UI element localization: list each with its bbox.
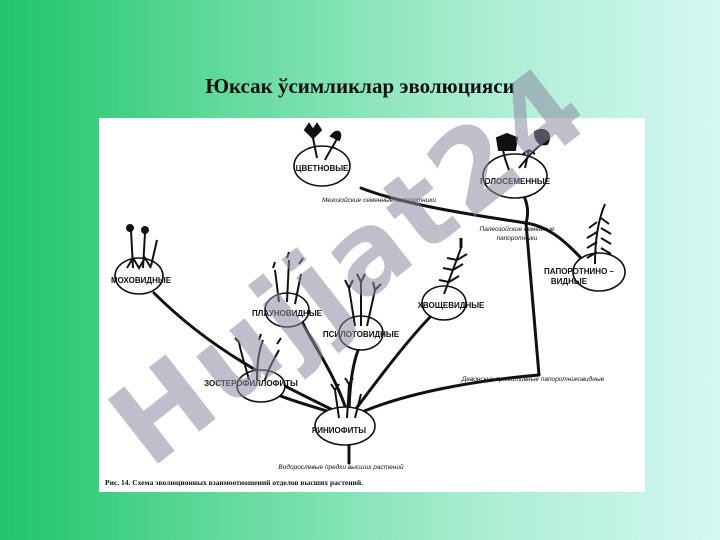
- node-zosterophyllophytes-label: ЗОСТЕРОФИЛЛОФИТЫ: [204, 379, 298, 388]
- annotation-algae: Водорослевые предки высших растений: [278, 463, 404, 471]
- node-gymnosperms-circle: [482, 153, 548, 199]
- zosterophyllophyte-sketch: [234, 333, 282, 381]
- annotation-devonian: Девонские примитивные папоротниковидные: [461, 375, 605, 383]
- annotation-paleozoic-line1: Палеозойские семенные: [479, 225, 554, 233]
- node-ferns-circle: [572, 252, 626, 292]
- node-gymnosperms-label: ГОЛОСЕМЕННЫЕ: [480, 177, 551, 186]
- plant-sketches: [126, 122, 612, 419]
- flowering-plant-sketch: [303, 122, 342, 161]
- slide-title: Юксак ўсимликлар эволюцияси: [205, 74, 515, 98]
- evolution-diagram: ЦВЕТНОВЫЕ ГОЛОСЕМЕННЫЕ МОХОВИДНЫЕ ПЛАУНО…: [99, 118, 645, 492]
- node-flowering-label: ЦВЕТНОВЫЕ: [296, 164, 349, 173]
- rhyniophyte-sketch: [330, 377, 362, 419]
- node-ferns-label-line2: ВИДНЫЕ: [551, 277, 588, 286]
- gymnosperm-sketch: [495, 128, 551, 171]
- node-horsetails-circle: [421, 285, 467, 321]
- node-mosses-label: МОХОВИДНЫЕ: [111, 276, 172, 285]
- psilotophyte-sketch: [344, 273, 382, 327]
- moss-sketch: [126, 224, 158, 270]
- lycopod-sketch: [272, 251, 304, 305]
- node-ferns-label-line1: ПАПОРОТНИНО –: [544, 267, 614, 276]
- horsetail-sketch: [438, 238, 468, 295]
- node-rhyniophytes-circle: [314, 406, 376, 446]
- node-psilotophytes-label: ПСИЛОТОВИДНЫЕ: [323, 330, 400, 339]
- annotation-paleozoic-line2: папоротники: [497, 235, 538, 242]
- node-flowering-circle: [293, 145, 351, 187]
- figure-caption: Рис. 14. Схема эволюционных взаимоотноше…: [105, 478, 363, 487]
- node-horsetails-label: ХВОЩЕВИДНЫЕ: [418, 301, 485, 310]
- fern-sketch: [586, 203, 612, 265]
- node-rhyniophytes-label: РИНИОФИТЫ: [312, 426, 366, 435]
- annotation-mesozoic: Мезозойские семенные папоротники: [322, 196, 436, 204]
- node-lycopods-label: ПЛАУНОВИДНЫЕ: [252, 309, 323, 318]
